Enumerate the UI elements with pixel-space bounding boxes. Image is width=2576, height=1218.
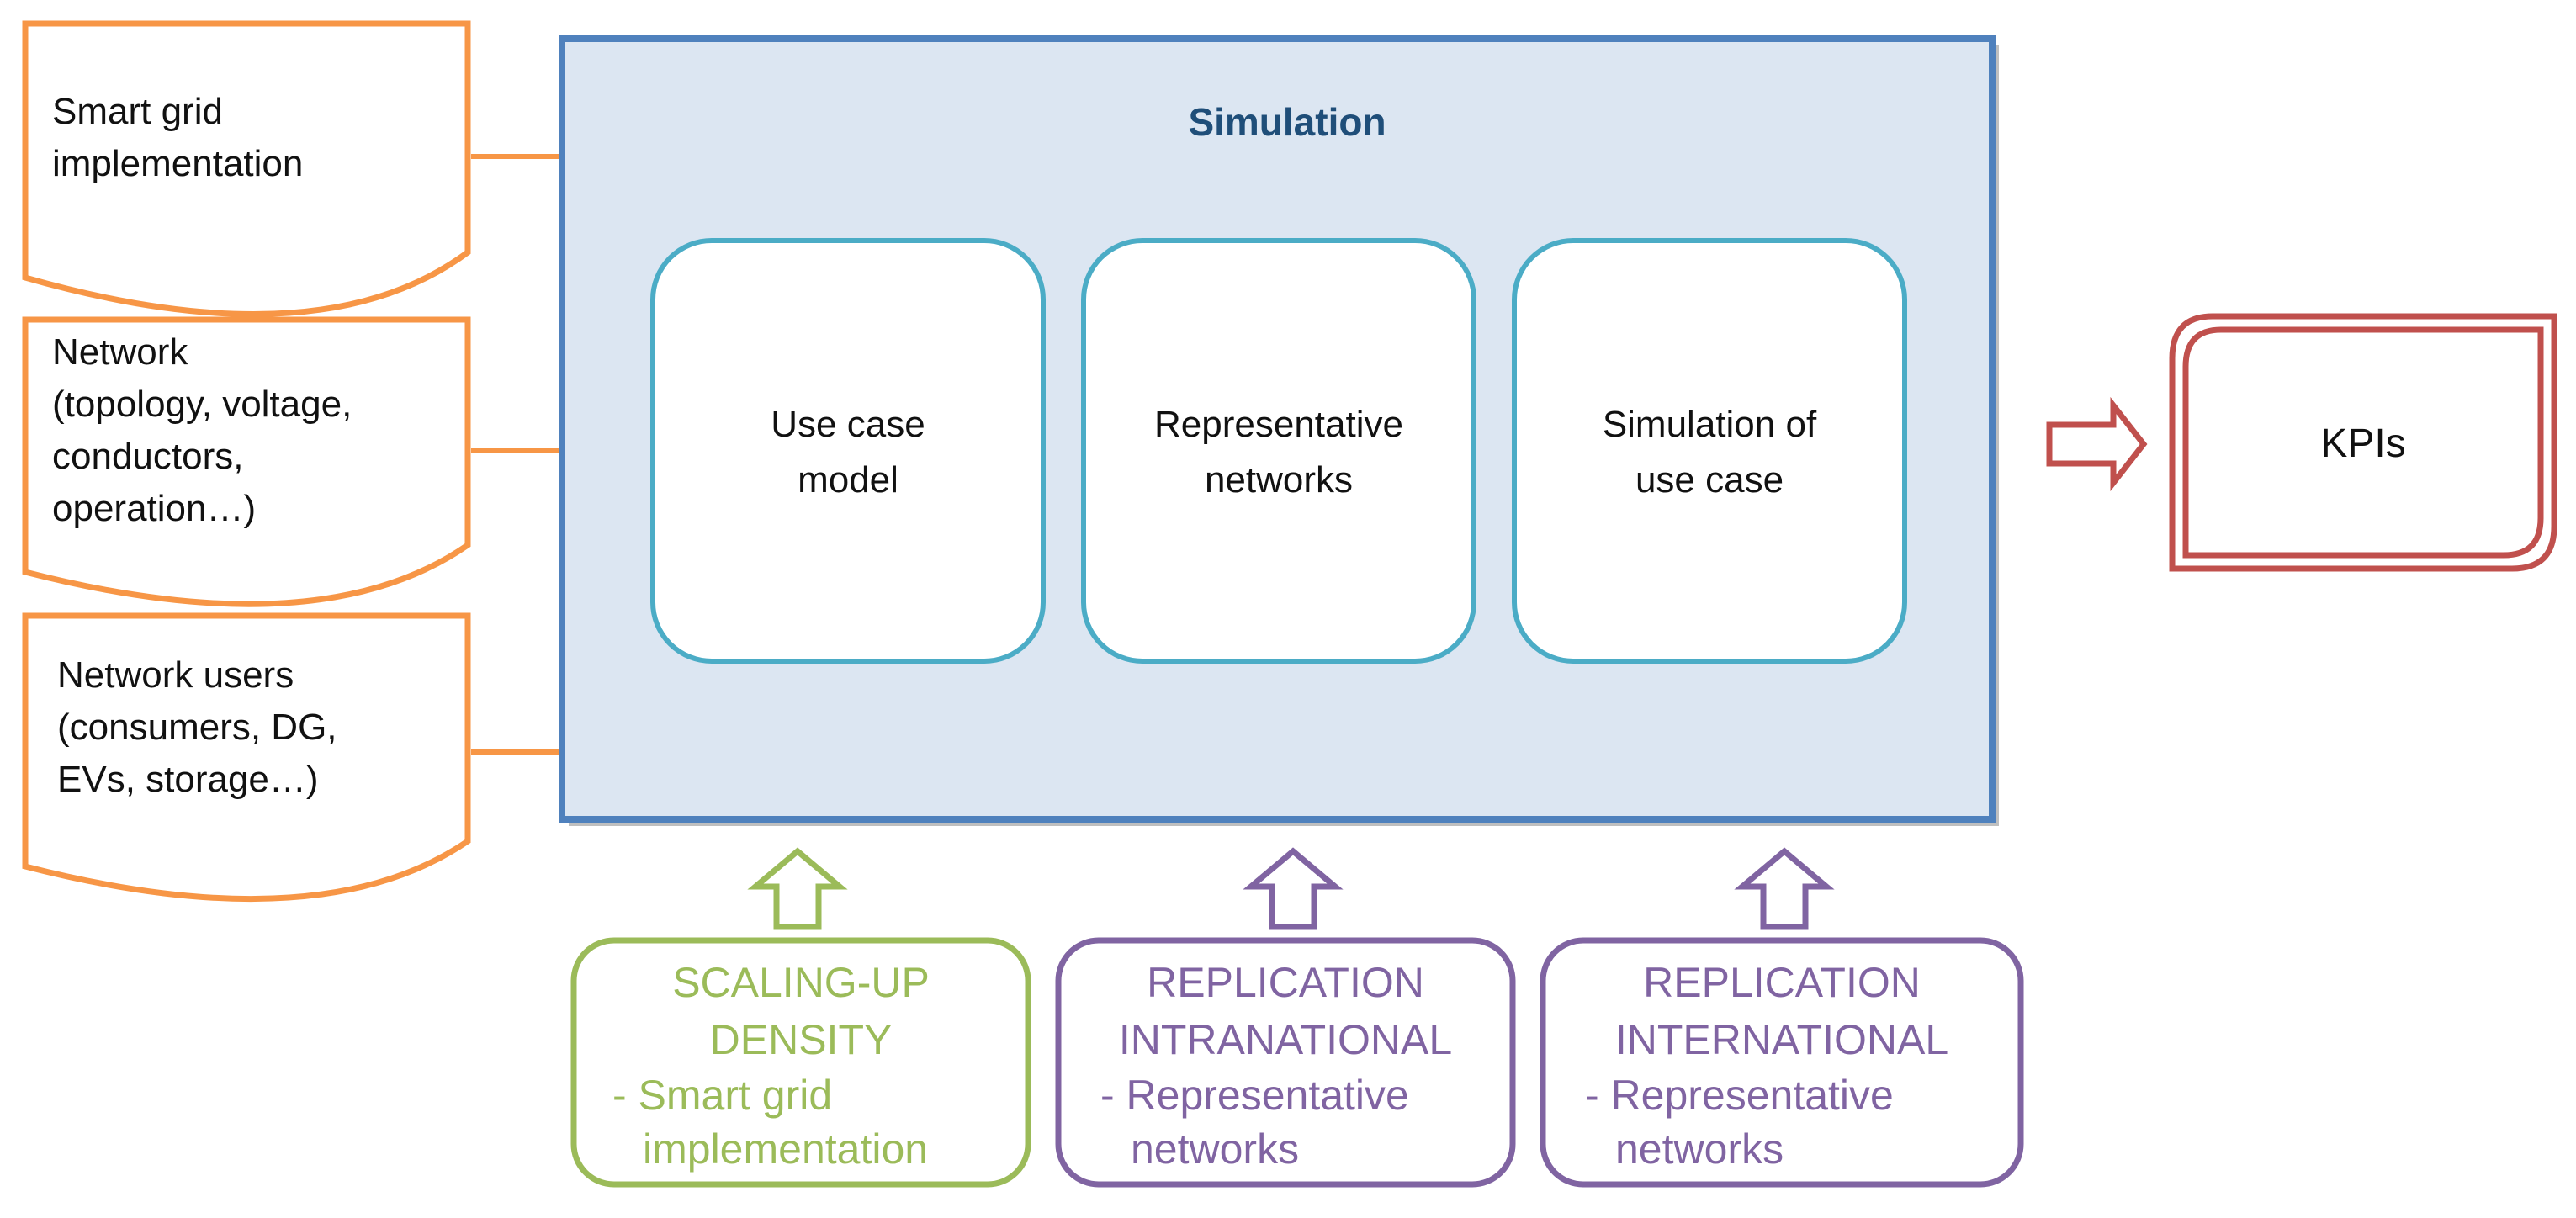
scaling-up-heading-line: SCALING-UP bbox=[672, 959, 930, 1006]
use-case-model-line: model bbox=[798, 459, 898, 500]
simulation-of-use-case-box bbox=[1512, 238, 1907, 664]
replication-intranational-heading-line: INTRANATIONAL bbox=[1118, 1016, 1453, 1063]
replication-international-arrow bbox=[1734, 847, 1835, 930]
input-doc-smart-grid bbox=[22, 20, 471, 317]
scaling-up-heading-line: DENSITY bbox=[709, 1016, 893, 1063]
output-arrow bbox=[2046, 396, 2148, 492]
representative-networks-line: networks bbox=[1204, 459, 1354, 500]
scaling-up-subtext: - Smart grid implementation bbox=[574, 1068, 1028, 1176]
input-network-text: Network (topology, voltage, conductors, … bbox=[52, 326, 352, 535]
input-doc-network-users bbox=[22, 612, 471, 903]
kpi-label: KPIs bbox=[2320, 421, 2406, 466]
representative-networks-box bbox=[1081, 238, 1476, 664]
replication-intranational-sub-line: networks bbox=[1131, 1125, 1300, 1173]
input-smart-grid-line: implementation bbox=[52, 143, 304, 184]
input-network-users-text: Network users (consumers, DG, EVs, stora… bbox=[57, 649, 337, 806]
replication-international-subtext: - Representative networks bbox=[1543, 1068, 2021, 1176]
input-network-line: Network bbox=[52, 331, 188, 373]
kpi-box-inner bbox=[2182, 326, 2544, 559]
input-smart-grid-line: Smart grid bbox=[52, 91, 223, 132]
input-network-users-line: EVs, storage…) bbox=[57, 759, 319, 800]
use-case-model-text: Use case model bbox=[653, 397, 1043, 508]
simulation-of-use-case-text: Simulation of use case bbox=[1514, 397, 1905, 508]
replication-international-text: REPLICATION INTERNATIONAL - Representati… bbox=[1543, 954, 2021, 1176]
replication-intranational-box bbox=[1055, 937, 1516, 1188]
input-network-line: (topology, voltage, bbox=[52, 384, 352, 425]
scaling-up-heading: SCALING-UP DENSITY bbox=[574, 954, 1028, 1068]
use-case-model-line: Use case bbox=[771, 404, 925, 445]
replication-intranational-text: REPLICATION INTRANATIONAL - Representati… bbox=[1058, 954, 1513, 1176]
replication-intranational-arrow bbox=[1243, 847, 1344, 930]
replication-intranational-sub-line: - Representative bbox=[1100, 1072, 1409, 1119]
input-network-line: conductors, bbox=[52, 436, 244, 477]
simulation-of-use-case-line: Simulation of bbox=[1602, 404, 1817, 445]
replication-international-heading-line: INTERNATIONAL bbox=[1614, 1016, 1949, 1063]
input-network-line: operation…) bbox=[52, 488, 257, 529]
replication-international-sub-line: - Representative bbox=[1585, 1072, 1894, 1119]
scaling-up-box bbox=[570, 937, 1031, 1188]
replication-international-heading: REPLICATION INTERNATIONAL bbox=[1543, 954, 2021, 1068]
input-smart-grid-text: Smart grid implementation bbox=[52, 86, 303, 190]
representative-networks-line: Representative bbox=[1154, 404, 1403, 445]
input-network-users-line: (consumers, DG, bbox=[57, 707, 337, 748]
scaling-up-sub-line: implementation bbox=[643, 1125, 929, 1173]
replication-international-heading-line: REPLICATION bbox=[1643, 959, 1921, 1006]
simulation-title: Simulation bbox=[1188, 100, 1386, 144]
replication-intranational-subtext: - Representative networks bbox=[1058, 1068, 1513, 1176]
replication-international-box bbox=[1540, 937, 2024, 1188]
replication-intranational-heading: REPLICATION INTRANATIONAL bbox=[1058, 954, 1513, 1068]
use-case-model-box bbox=[650, 238, 1046, 664]
input-network-users-line: Network users bbox=[57, 654, 294, 696]
scaling-up-sub-line: - Smart grid bbox=[612, 1072, 833, 1119]
replication-international-sub-line: networks bbox=[1615, 1125, 1784, 1173]
scaling-up-text: SCALING-UP DENSITY - Smart grid implemen… bbox=[574, 954, 1028, 1176]
simulation-of-use-case-line: use case bbox=[1635, 459, 1784, 500]
input-doc-network bbox=[22, 316, 471, 607]
representative-networks-text: Representative networks bbox=[1084, 397, 1474, 508]
scaling-up-arrow bbox=[747, 847, 848, 930]
replication-intranational-heading-line: REPLICATION bbox=[1147, 959, 1424, 1006]
